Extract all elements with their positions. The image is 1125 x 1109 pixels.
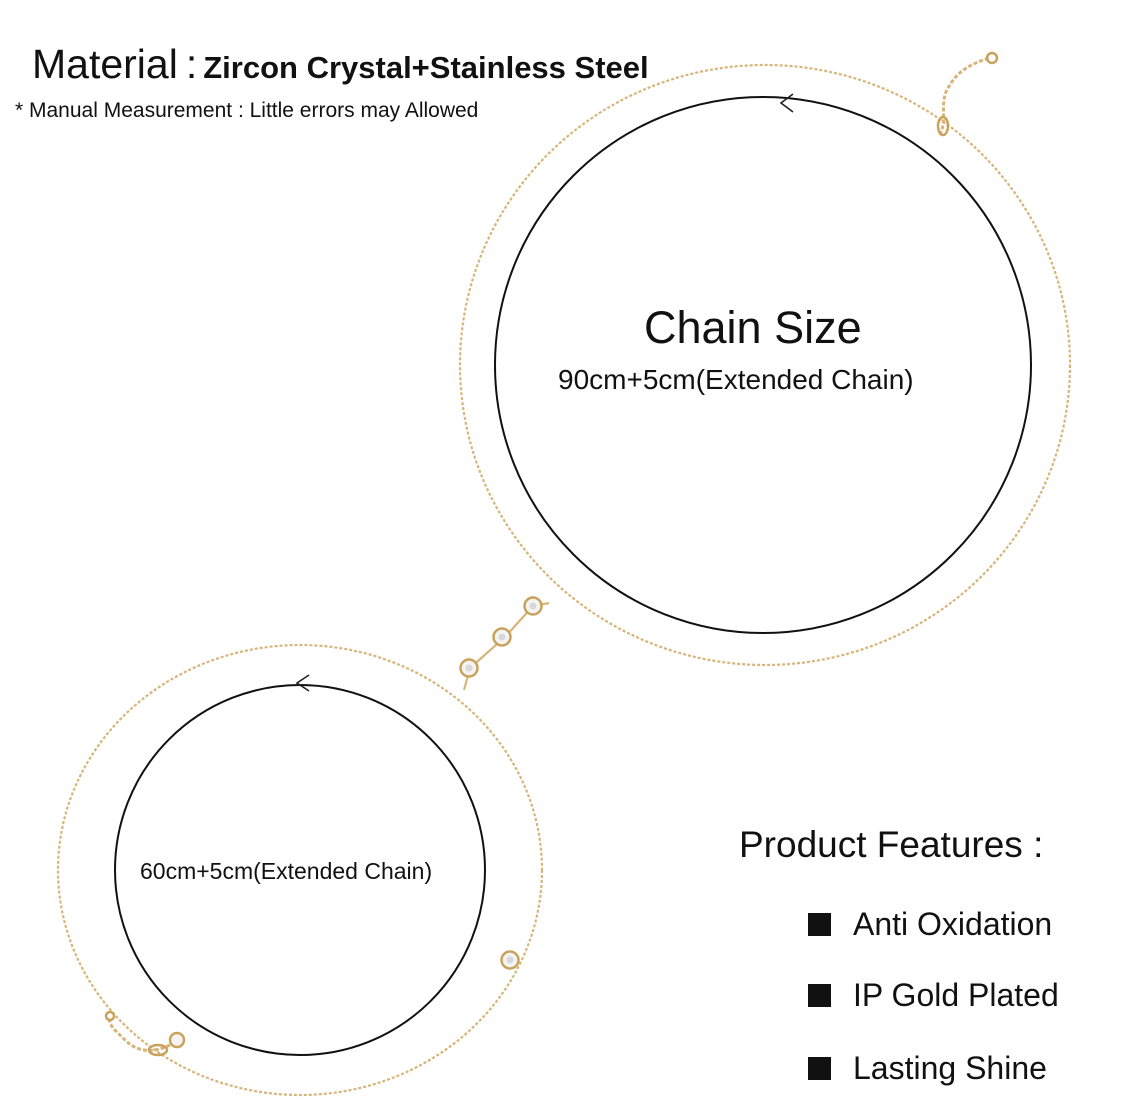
material-separator: : [185, 41, 198, 87]
square-bullet-icon [808, 912, 831, 936]
feature-label: IP Gold Plated [853, 977, 1059, 1013]
crystal-stones [168, 596, 543, 1049]
material-label: Material [32, 41, 178, 87]
measurement-note: * Manual Measurement : Little errors may… [15, 99, 479, 122]
small-chain-size: 60cm+5cm(Extended Chain) [140, 858, 433, 884]
large-size-circle [494, 96, 1032, 634]
chain-size-title: Chain Size [644, 302, 862, 353]
large-chain-size: 90cm+5cm(Extended Chain) [558, 364, 914, 395]
square-bullet-icon [808, 983, 831, 1007]
large-gold-chain [458, 63, 1072, 667]
chevron-left-icon [779, 93, 794, 113]
material-value: Zircon Crystal+Stainless Steel [203, 50, 649, 85]
feature-label: Lasting Shine [853, 1050, 1047, 1086]
connector-chain [462, 601, 550, 691]
square-bullet-icon [808, 1056, 831, 1080]
chevron-left-icon [295, 674, 310, 692]
feature-lasting-shine: Lasting Shine [808, 1052, 1047, 1084]
material-line: Material:Zircon Crystal+Stainless Steel [32, 44, 649, 85]
extender-chain-small [104, 1010, 171, 1057]
extender-chain-large [936, 51, 999, 137]
feature-anti-oxidation: Anti Oxidation [808, 908, 1052, 940]
features-heading: Product Features : [739, 824, 1044, 865]
feature-label: Anti Oxidation [853, 906, 1053, 942]
feature-ip-gold-plated: IP Gold Plated [808, 979, 1059, 1011]
small-gold-chain [56, 643, 544, 1097]
